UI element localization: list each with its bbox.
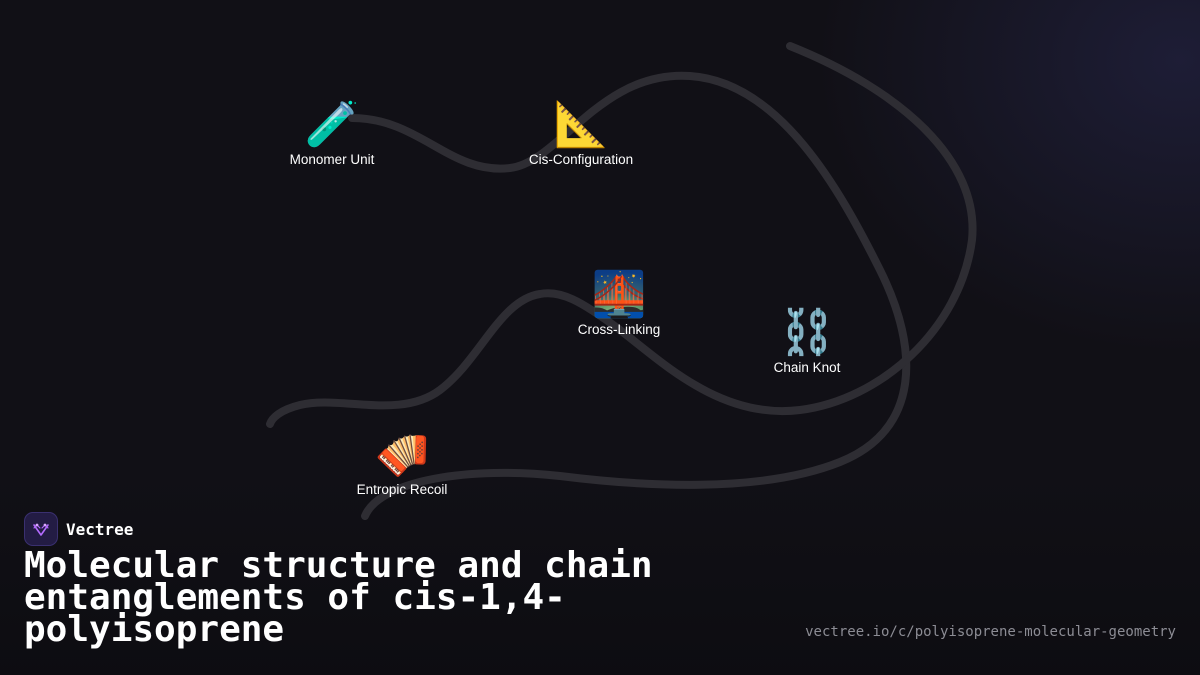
node-entropic-recoil[interactable]: 🪗 Entropic Recoil xyxy=(356,429,448,498)
chain-icon: ⛓️ xyxy=(779,307,835,358)
chain-path xyxy=(348,71,911,520)
accordion-icon: 🪗 xyxy=(374,429,430,480)
brand: Vectree xyxy=(24,512,133,546)
triangle-ruler-icon: 📐 xyxy=(553,99,609,150)
node-label: Monomer Unit xyxy=(289,152,375,167)
node-label: Cross-Linking xyxy=(577,322,661,337)
vectree-logo-icon xyxy=(24,512,58,546)
node-cis-configuration[interactable]: 📐 Cis-Configuration xyxy=(528,99,634,168)
chain-path-2 xyxy=(266,42,977,428)
node-chain-knot[interactable]: ⛓️ Chain Knot xyxy=(773,307,841,376)
brand-name: Vectree xyxy=(66,519,134,539)
node-monomer-unit[interactable]: 🧪 Monomer Unit xyxy=(289,99,375,168)
node-cross-linking[interactable]: 🌉 Cross-Linking xyxy=(577,269,661,338)
page-title: Molecular structure and chain entangleme… xyxy=(24,545,653,650)
node-label: Cis-Configuration xyxy=(528,152,634,167)
test-tube-icon: 🧪 xyxy=(304,99,360,150)
node-label: Entropic Recoil xyxy=(356,482,448,497)
bridge-icon: 🌉 xyxy=(591,269,647,320)
source-url[interactable]: vectree.io/c/polyisoprene-molecular-geom… xyxy=(805,624,1176,640)
node-label: Chain Knot xyxy=(773,360,841,375)
